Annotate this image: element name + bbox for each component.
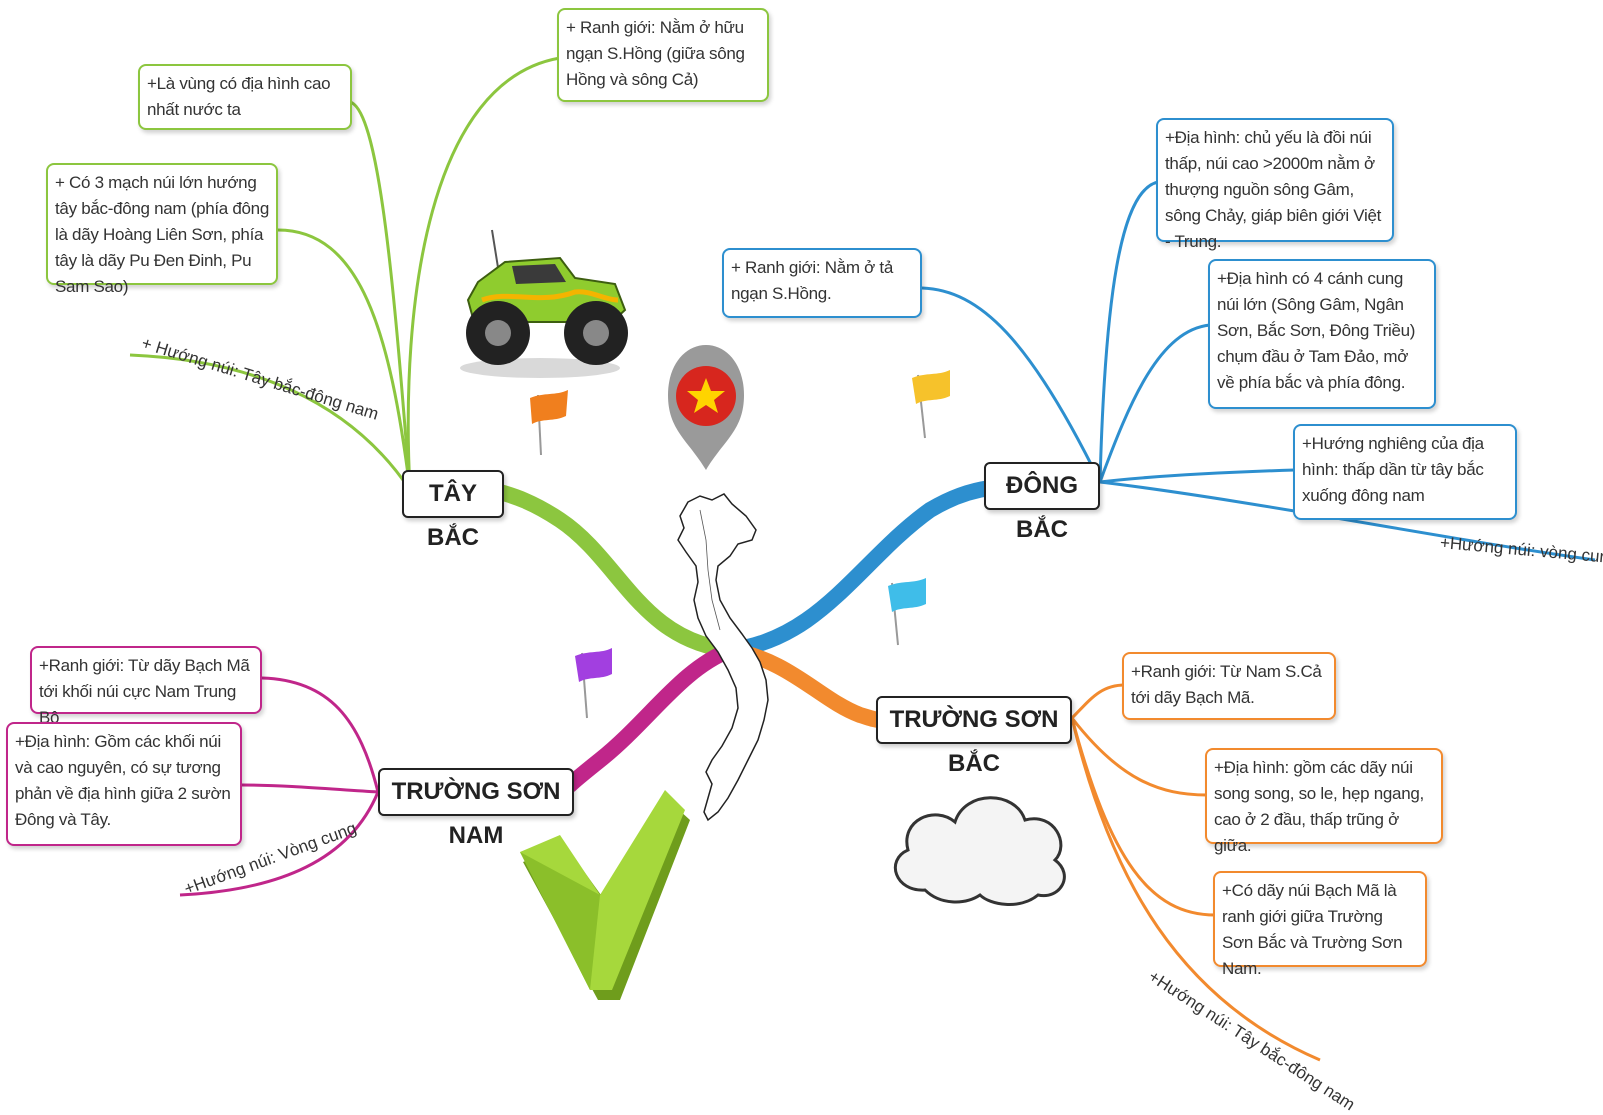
topic-truong-son-bac[interactable]: TRƯỜNG SƠN BẮC: [876, 696, 1072, 777]
dong-bac-ranh-gioi-node[interactable]: + Ranh giới: Nằm ở tả ngạn S.Hồng.: [722, 248, 922, 318]
vietnam-outline-map-icon: [677, 493, 769, 822]
topic-truong-son-nam[interactable]: TRƯỜNG SƠN NAM: [378, 768, 574, 849]
truong-son-bac-connectors: [1070, 683, 1321, 1062]
tay-bac-connectors: [129, 56, 561, 491]
topic-dong-bac[interactable]: ĐÔNG BẮC: [984, 462, 1100, 543]
yellow-flag-icon: [912, 370, 950, 439]
monster-truck-icon: [460, 229, 628, 378]
dong-bac-huong-nghieng-node[interactable]: +Hướng nghiêng của địa hình: thấp dần từ…: [1293, 424, 1517, 520]
truong-son-bac-ranh-gioi-node[interactable]: +Ranh giới: Từ Nam S.Cả tới dãy Bạch Mã.: [1122, 652, 1336, 720]
purple-flag-icon: [575, 648, 612, 719]
truong-son-nam-dia-hinh-node[interactable]: +Địa hình: Gồm các khối núi và cao nguyê…: [6, 722, 242, 846]
topic-tay-bac[interactable]: TÂY BẮC: [402, 470, 504, 551]
branch-truong-son-bac-curve: [722, 642, 888, 728]
orange-flag-icon: [530, 390, 568, 456]
tay-bac-dia-hinh-cao-node[interactable]: +Là vùng có địa hình cao nhất nước ta: [138, 64, 352, 130]
truong-son-bac-dia-hinh-node[interactable]: +Địa hình: gồm các dãy núi song song, so…: [1205, 748, 1443, 855]
truong-son-bac-bach-ma-node[interactable]: +Có dãy núi Bạch Mã là ranh giới giữa Tr…: [1213, 871, 1427, 978]
cyan-flag-icon: [888, 578, 926, 646]
mind-map-canvas: [129, 56, 1596, 1062]
branch-truong-son-nam-curve: [562, 642, 738, 793]
branch-dong-bac-curve: [722, 480, 998, 658]
tay-bac-mach-nui-node[interactable]: + Có 3 mạch núi lớn hướng tây bắc-đông n…: [46, 163, 278, 296]
vietnam-inner-border: [699, 509, 721, 631]
branch-tay-bac-curve: [492, 484, 738, 658]
dong-bac-dia-hinh-node[interactable]: +Địa hình: chủ yếu là đồi núi thấp, núi …: [1156, 118, 1394, 251]
green-checkmark-icon: [520, 790, 690, 1000]
tay-bac-ranh-gioi-node[interactable]: + Ranh giới: Nằm ở hữu ngạn S.Hồng (giữa…: [557, 8, 769, 102]
truong-son-nam-connectors: [179, 676, 380, 897]
cloud-icon: [893, 796, 1066, 906]
dong-bac-canh-cung-node[interactable]: +Địa hình có 4 cánh cung núi lớn (Sông G…: [1208, 259, 1436, 409]
truong-son-nam-ranh-gioi-node[interactable]: +Ranh giới: Từ dãy Bạch Mã tới khối núi …: [30, 646, 262, 727]
dong-bac-connectors: [921, 180, 1596, 562]
vietnam-map-pin-icon: [668, 345, 744, 470]
